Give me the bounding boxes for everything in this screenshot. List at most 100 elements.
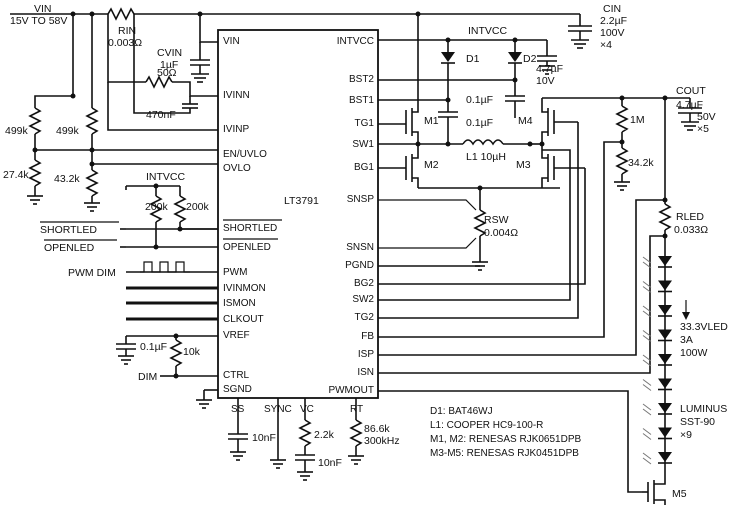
rt-freq: 300kHz <box>364 435 400 447</box>
rled-resistor <box>658 203 672 231</box>
cin-count: ×4 <box>600 39 612 51</box>
svg-text:IVINN: IVINN <box>223 90 250 101</box>
r499a-resistor <box>28 107 42 135</box>
r499b-label: 499k <box>56 125 80 137</box>
dim-label: DIM <box>138 371 157 383</box>
cin-value: 2.2µF <box>600 15 627 27</box>
intvcc-top-label: INTVCC <box>468 25 508 37</box>
svg-text:VREF: VREF <box>223 330 250 341</box>
svg-text:OPENLED: OPENLED <box>223 242 271 253</box>
rt-resistor <box>349 419 363 447</box>
svg-text:M3-M5: RENESAS RJK0451DPB: M3-M5: RENESAS RJK0451DPB <box>430 448 579 459</box>
c01-vref-label: 0.1µF <box>140 341 167 353</box>
d2-label: D2 <box>523 53 537 65</box>
m1-label: M1 <box>424 115 439 127</box>
svg-text:BST1: BST1 <box>349 95 374 106</box>
svg-text:ISMON: ISMON <box>223 298 256 309</box>
cvin-name: CVIN <box>157 47 182 59</box>
svg-text:D1: BAT46WJ: D1: BAT46WJ <box>430 406 493 417</box>
led-5 <box>642 354 672 367</box>
d1-diode <box>441 52 455 62</box>
rt-value: 86.6k <box>364 423 390 435</box>
svg-text:ISN: ISN <box>357 367 374 378</box>
r50-resistor <box>145 75 173 89</box>
c01b-label: 0.1µF <box>466 117 493 129</box>
rin-resistor <box>107 7 135 21</box>
led-spec-0: 33.3VLED <box>680 321 728 333</box>
svg-text:SHORTLED: SHORTLED <box>223 223 277 234</box>
ic-bottom-pins: SS SYNC VC RT <box>231 404 363 415</box>
pwm-waveform <box>140 261 190 273</box>
c10nf-vc-label: 10nF <box>318 457 342 469</box>
r200a-resistor <box>149 195 163 223</box>
m2-mosfet <box>378 144 419 188</box>
svg-text:VIN: VIN <box>223 36 240 47</box>
led-2 <box>642 280 672 293</box>
svg-text:SNSN: SNSN <box>346 242 374 253</box>
m2-label: M2 <box>424 159 439 171</box>
rled-name: RLED <box>676 211 704 223</box>
r1m-resistor <box>615 105 629 133</box>
m4-mosfet <box>541 98 578 144</box>
svg-text:ISP: ISP <box>358 349 374 360</box>
r342-label: 34.2k <box>628 157 654 169</box>
m5-label: M5 <box>672 488 687 500</box>
led-part-0: LUMINUS <box>680 403 727 415</box>
rled-value: 0.033Ω <box>674 224 708 236</box>
svg-text:BST2: BST2 <box>349 74 374 85</box>
r342-resistor <box>615 147 629 175</box>
svg-text:PGND: PGND <box>345 260 374 271</box>
r200b-label: 200k <box>186 201 210 213</box>
pwm-dim-label: PWM DIM <box>68 267 116 279</box>
vin-label: VIN <box>34 3 52 15</box>
cvin-value: 1µF <box>160 59 178 71</box>
rin-name: RIN <box>118 25 136 37</box>
ic-left-pins: VIN IVINN IVINP EN/UVLO OVLO SHORTLED OP… <box>223 36 277 395</box>
led-4 <box>642 329 672 342</box>
r10k-label: 10k <box>183 346 201 358</box>
led-1 <box>642 256 672 269</box>
svg-text:BG2: BG2 <box>354 278 374 289</box>
led-part-2: ×9 <box>680 429 692 441</box>
cin-rating: 100V <box>600 27 625 39</box>
r1m-label: 1M <box>630 114 645 126</box>
r200b-resistor <box>173 195 187 223</box>
svg-text:OVLO: OVLO <box>223 163 251 174</box>
svg-text:SW1: SW1 <box>352 139 374 150</box>
led-9 <box>642 452 672 465</box>
d1-label: D1 <box>466 53 480 65</box>
svg-text:CLKOUT: CLKOUT <box>223 314 264 325</box>
cout-value: 4.7µF <box>676 99 703 111</box>
led-spec-2: 100W <box>680 347 708 359</box>
svg-text:IVINMON: IVINMON <box>223 283 266 294</box>
r22k-resistor <box>298 419 312 447</box>
c47-top-rating: 10V <box>536 75 555 87</box>
r22k-label: 2.2k <box>314 429 335 441</box>
svg-text:TG2: TG2 <box>355 312 375 323</box>
svg-text:IVINP: IVINP <box>223 124 249 135</box>
m4-label: M4 <box>518 115 533 127</box>
openled-ext-label: OPENLED <box>44 242 95 254</box>
rin-value: 0.003Ω <box>108 37 142 49</box>
led-6 <box>642 378 672 391</box>
c10nf-ss-label: 10nF <box>252 432 276 444</box>
intvcc-left-label: INTVCC <box>146 171 186 183</box>
svg-text:PWMOUT: PWMOUT <box>328 385 374 396</box>
vin-range: 15V TO 58V <box>10 15 67 27</box>
svg-text:EN/UVLO: EN/UVLO <box>223 149 267 160</box>
svg-text:CTRL: CTRL <box>223 370 250 381</box>
led-string <box>642 246 672 478</box>
r10k-resistor <box>169 339 183 367</box>
shortled-ext-label: SHORTLED <box>40 224 97 236</box>
c01a-label: 0.1µF <box>466 94 493 106</box>
led-8 <box>642 427 672 440</box>
c470-label: 470nF <box>146 109 176 121</box>
svg-text:PWM: PWM <box>223 267 247 278</box>
r274-resistor <box>28 159 42 187</box>
svg-text:INTVCC: INTVCC <box>337 36 374 47</box>
led-spec-1: 3A <box>680 334 693 346</box>
r432-label: 43.2k <box>54 173 80 185</box>
r432-resistor <box>85 169 99 197</box>
cout-name: COUT <box>676 85 706 97</box>
